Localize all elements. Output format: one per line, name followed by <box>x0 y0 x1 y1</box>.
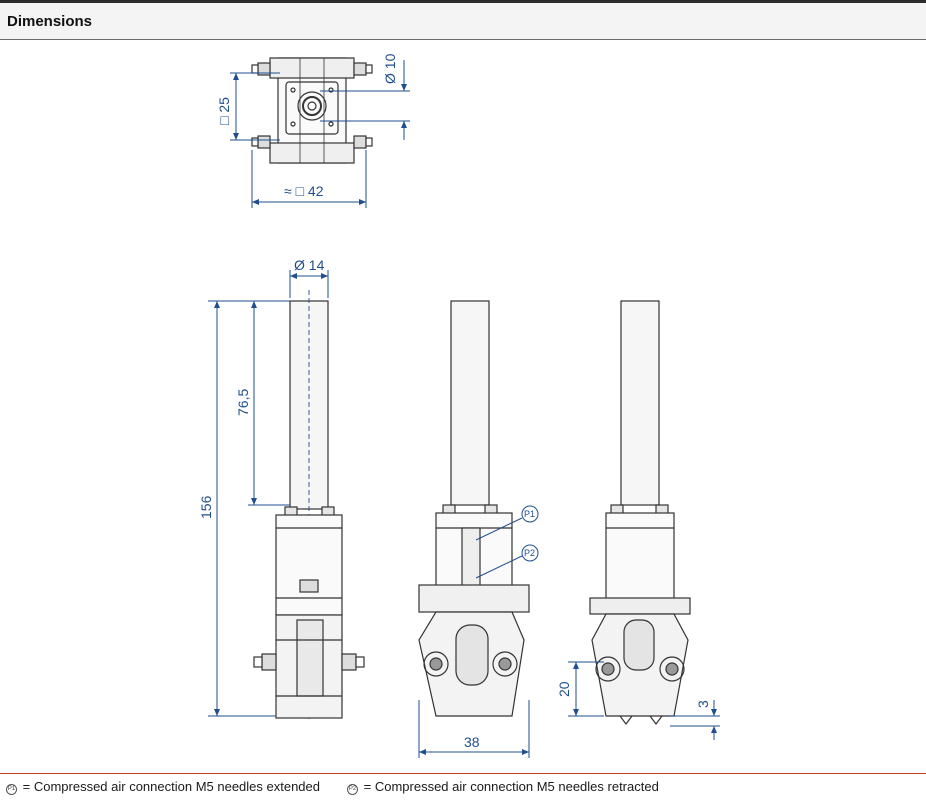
top-view-dimensions <box>230 60 410 208</box>
p1-symbol-icon: P1 <box>6 784 17 795</box>
top-view <box>251 57 373 164</box>
front-view <box>418 300 530 717</box>
side-view <box>253 290 365 720</box>
top-view-upper-plate <box>269 57 355 79</box>
legend-p2-text: = Compressed air connection M5 needles r… <box>363 779 659 794</box>
section-header: Dimensions <box>0 3 926 40</box>
front-view-shaft <box>450 300 490 506</box>
top-rule <box>0 0 926 3</box>
side-view-cylinder <box>275 514 343 616</box>
p2-symbol-icon: P2 <box>347 784 358 795</box>
right-view-shaft <box>620 300 660 506</box>
right-view <box>589 300 691 725</box>
dim-overall-label: ≈ □ 42 <box>284 183 324 199</box>
legend-p1: P1 = Compressed air connection M5 needle… <box>6 779 320 795</box>
section-title: Dimensions <box>7 13 93 30</box>
dim-square-label: □ 25 <box>216 97 232 125</box>
dim-needle-extend-label: 3 <box>695 700 711 708</box>
port-p1-label: P1 <box>524 509 535 519</box>
dim-needle-zone-label: 20 <box>556 681 572 697</box>
legend-p1-text: = Compressed air connection M5 needles e… <box>22 779 320 794</box>
legend: P1 = Compressed air connection M5 needle… <box>0 773 926 801</box>
front-view-dimensions <box>418 505 539 758</box>
dim-width-label: 38 <box>464 734 480 750</box>
dim-height-label: 156 <box>198 495 214 519</box>
right-view-dimensions <box>568 661 720 740</box>
dim-shaft-label: Ø 14 <box>294 257 325 273</box>
top-view-lower-plate <box>269 142 355 164</box>
technical-drawing: Ø 10 □ 25 ≈ □ 42 Ø 14 76,5 156 <box>198 53 720 758</box>
side-view-dimensions <box>208 270 329 717</box>
port-p2-label: P2 <box>524 548 535 558</box>
dim-stroke-label: 76,5 <box>235 389 251 416</box>
legend-p2: P2 = Compressed air connection M5 needle… <box>347 779 659 795</box>
dim-bore-label: Ø 10 <box>382 53 398 84</box>
right-view-cylinder <box>605 512 675 614</box>
